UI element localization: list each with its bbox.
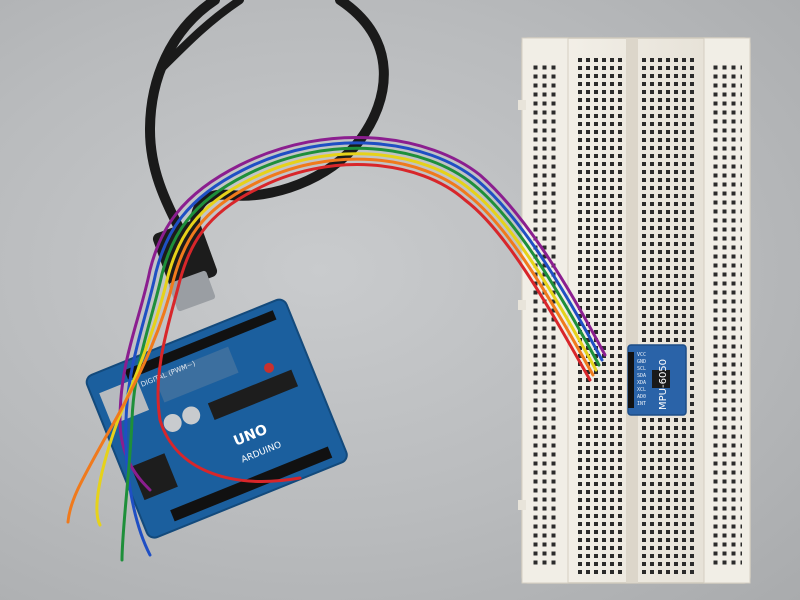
svg-text:XCL: XCL (637, 387, 646, 393)
header-top (124, 310, 277, 380)
svg-text:SDA: SDA (637, 373, 646, 379)
power-rail-left (530, 65, 560, 565)
svg-text:SCL: SCL (637, 366, 646, 372)
svg-text:VCC: VCC (637, 352, 646, 358)
ribbon-cable (66, 135, 607, 562)
arduino-board: UNO ARDUINO DIGITAL (PWM~) (85, 298, 348, 539)
sensor-label: MPU-6050 (658, 359, 669, 410)
sensor-chip (652, 370, 670, 388)
terminal-strip-left (578, 55, 622, 575)
breadboard (518, 37, 751, 584)
atmega-chip (207, 369, 299, 421)
svg-text:GND: GND (637, 359, 646, 365)
sensor-header (628, 352, 634, 408)
capacitor (182, 406, 201, 425)
sensor-pin-labels: VCC GND SCL SDA XDA XCL AD0 INT (637, 352, 646, 407)
mpu6050-board: MPU-6050 (627, 344, 687, 416)
power-jack (131, 453, 178, 501)
terminal-strip-right (642, 55, 698, 575)
capacitor (163, 413, 182, 432)
reset-button (264, 362, 275, 373)
svg-text:INT: INT (637, 401, 646, 407)
header-bottom (170, 446, 333, 522)
svg-text:XDA: XDA (637, 380, 646, 386)
power-rail-right (712, 65, 742, 565)
svg-text:AD0: AD0 (637, 394, 646, 400)
